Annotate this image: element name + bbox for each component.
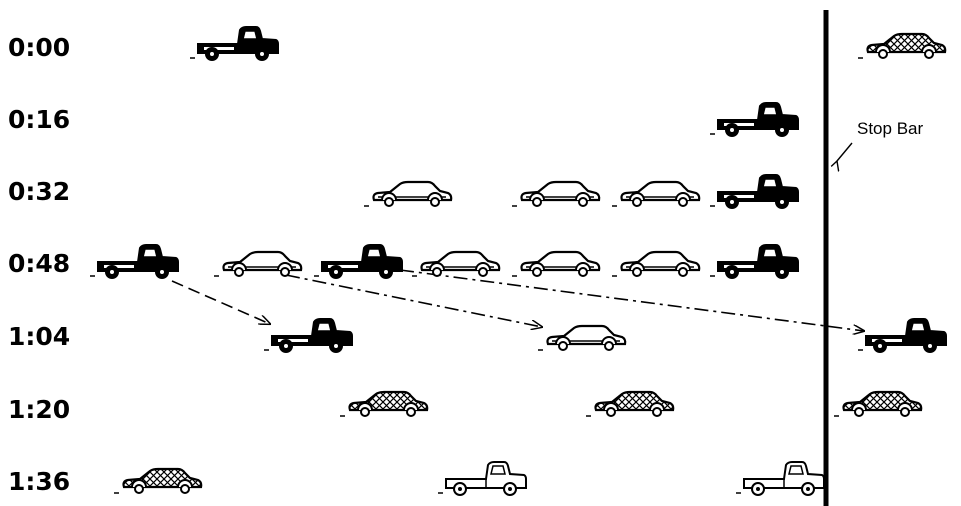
pickup-truck-icon [710, 245, 798, 278]
pickup-truck-icon [190, 27, 278, 60]
car-icon [512, 182, 599, 206]
time-label-2: 0:32 [8, 177, 70, 206]
car-icon [214, 252, 301, 276]
pickup-truck-icon [438, 462, 526, 495]
car-icon [538, 326, 625, 350]
car-icon [586, 392, 673, 416]
time-label-4: 1:04 [8, 322, 70, 351]
vehicle-row-4 [264, 319, 946, 352]
pickup-truck-icon [710, 103, 798, 136]
vehicle-row-5 [340, 392, 921, 416]
arrow-truck-1 [172, 281, 270, 324]
pickup-truck-icon [858, 319, 946, 352]
time-label-1: 0:16 [8, 105, 70, 134]
time-label-0: 0:00 [8, 33, 70, 62]
car-icon [114, 469, 201, 493]
vehicle-row-2 [364, 175, 798, 208]
stop-bar-pointer-arrow [837, 143, 852, 161]
car-icon [858, 34, 945, 58]
car-icon [364, 182, 451, 206]
car-icon [612, 252, 699, 276]
pickup-truck-icon [736, 462, 824, 495]
time-axis: 0:00 0:16 0:32 0:48 1:04 1:20 1:36 [8, 33, 70, 496]
pickup-truck-icon [710, 175, 798, 208]
vehicle-row-0 [190, 27, 945, 60]
vehicle-row-3 [90, 245, 798, 278]
car-icon [412, 252, 499, 276]
car-icon [512, 252, 599, 276]
vehicle-row-1 [710, 103, 798, 136]
car-icon [340, 392, 427, 416]
vehicles-layer [90, 27, 946, 495]
time-label-6: 1:36 [8, 467, 70, 496]
car-icon [612, 182, 699, 206]
time-label-5: 1:20 [8, 395, 70, 424]
time-label-3: 0:48 [8, 249, 70, 278]
stop-bar-label: Stop Bar [857, 119, 923, 138]
pickup-truck-icon [264, 319, 352, 352]
car-icon [834, 392, 921, 416]
pickup-truck-icon [314, 245, 402, 278]
arrow-truck-2 [400, 270, 864, 331]
vehicle-row-6 [114, 462, 824, 495]
pickup-truck-icon [90, 245, 178, 278]
movement-arrows [172, 270, 864, 331]
